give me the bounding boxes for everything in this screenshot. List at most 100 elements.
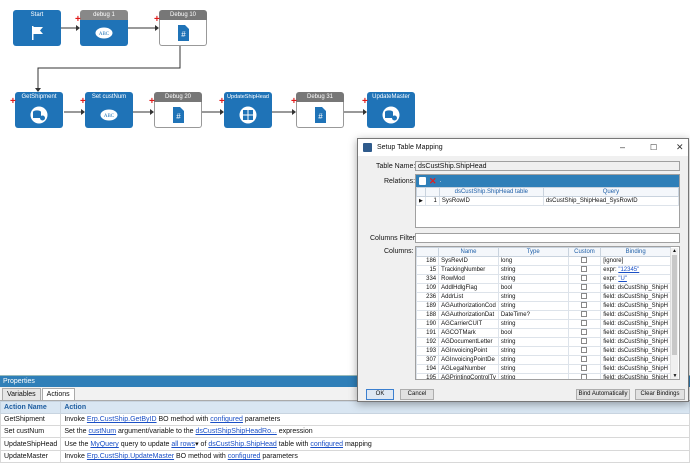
cancel-button[interactable]: Cancel bbox=[400, 389, 434, 400]
column-type-cell[interactable]: string bbox=[497, 274, 569, 284]
table-row[interactable]: ▶ 1 SysRowID dsCustShip_ShipHead_SysRowI… bbox=[416, 196, 679, 206]
column-name-cell[interactable]: AGPrintingControlTy bbox=[438, 373, 499, 379]
column-name-cell[interactable]: AddlHdlgFlag bbox=[438, 283, 499, 293]
column-name-cell[interactable]: AGLegalNumber bbox=[438, 364, 499, 374]
binding-cell[interactable]: field: dsCustShip_ShipH bbox=[600, 283, 671, 293]
custom-checkbox[interactable] bbox=[581, 311, 588, 317]
custom-checkbox[interactable] bbox=[581, 275, 588, 281]
custom-checkbox[interactable] bbox=[581, 347, 588, 353]
action-link[interactable]: dsCustShipShipHeadRo... bbox=[195, 428, 277, 435]
column-name-cell[interactable]: SysRevID bbox=[438, 256, 499, 266]
columns-header-custom[interactable]: Custom bbox=[567, 247, 602, 257]
column-type-cell[interactable]: string bbox=[497, 346, 569, 356]
binding-cell[interactable]: field: dsCustShip_ShipH bbox=[600, 364, 671, 374]
node-getshipment[interactable]: GetShipment + bbox=[10, 92, 63, 128]
maximize-icon[interactable]: ☐ bbox=[650, 143, 658, 152]
column-type-cell[interactable]: bool bbox=[497, 283, 569, 293]
columns-scrollbar[interactable]: ▲ ▼ bbox=[670, 248, 678, 379]
expr-value-link[interactable]: "12345" bbox=[618, 267, 640, 273]
column-type-cell[interactable]: bool bbox=[497, 328, 569, 338]
binding-cell[interactable]: expr: "12345" bbox=[600, 265, 671, 275]
relations-header-table[interactable]: dsCustShip.ShipHead table bbox=[438, 187, 544, 197]
node-debug-20[interactable]: Debug 20 # + bbox=[149, 92, 202, 128]
custom-checkbox[interactable] bbox=[581, 374, 588, 379]
binding-cell[interactable]: field: dsCustShip_ShipH bbox=[600, 337, 671, 347]
column-name-cell[interactable]: AGAuthorizationDat bbox=[438, 310, 499, 320]
add-branch-icon[interactable]: + bbox=[362, 96, 368, 107]
column-type-cell[interactable]: string bbox=[497, 364, 569, 374]
relations-header-query[interactable]: Query bbox=[542, 187, 679, 197]
columns-header-binding[interactable]: Binding bbox=[600, 247, 671, 257]
column-type-cell[interactable]: string bbox=[497, 355, 569, 365]
columns-filter-input[interactable] bbox=[415, 233, 680, 243]
more-icon[interactable]: . bbox=[439, 178, 442, 184]
add-branch-icon[interactable]: + bbox=[75, 14, 81, 25]
add-branch-icon[interactable]: + bbox=[291, 96, 297, 107]
node-updateshiphead[interactable]: UpdateShipHead + bbox=[219, 92, 272, 128]
custom-checkbox[interactable] bbox=[581, 293, 588, 299]
custom-checkbox[interactable] bbox=[581, 329, 588, 335]
column-type-cell[interactable]: string bbox=[497, 301, 569, 311]
scroll-down-icon[interactable]: ▼ bbox=[672, 373, 678, 379]
column-name-cell[interactable]: RowMod bbox=[438, 274, 499, 284]
add-branch-icon[interactable]: + bbox=[80, 96, 86, 107]
binding-cell[interactable]: field: dsCustShip_ShipH bbox=[600, 346, 671, 356]
column-type-cell[interactable]: long bbox=[497, 256, 569, 266]
column-header-action-name[interactable]: Action Name bbox=[0, 401, 62, 414]
binding-cell[interactable]: field: dsCustShip_ShipH bbox=[600, 301, 671, 311]
add-branch-icon[interactable]: + bbox=[154, 14, 160, 25]
add-row-icon[interactable] bbox=[419, 177, 426, 185]
action-link[interactable]: MyQuery bbox=[90, 441, 119, 448]
node-updatemaster[interactable]: UpdateMaster + bbox=[362, 92, 415, 128]
action-link[interactable]: all rows bbox=[171, 441, 196, 448]
action-link[interactable]: dsCustShip.ShipHead bbox=[208, 441, 277, 448]
binding-cell[interactable]: field: dsCustShip_ShipH bbox=[600, 373, 671, 379]
action-link[interactable]: Erp.CustShip.UpdateMaster bbox=[86, 453, 175, 460]
minimize-icon[interactable]: – bbox=[620, 142, 626, 152]
action-link[interactable]: configured bbox=[310, 441, 344, 448]
custom-checkbox[interactable] bbox=[581, 356, 588, 362]
add-branch-icon[interactable]: + bbox=[10, 96, 16, 107]
node-debug-1[interactable]: debug 1 ABC + bbox=[75, 10, 128, 46]
columns-header-name[interactable]: Name bbox=[438, 247, 499, 257]
binding-cell[interactable]: field: dsCustShip_ShipH bbox=[600, 292, 671, 302]
action-link[interactable]: configured bbox=[227, 453, 261, 460]
column-header-action[interactable]: Action bbox=[60, 401, 690, 414]
column-name-cell[interactable]: AGCOTMark bbox=[438, 328, 499, 338]
bind-automatically-button[interactable]: Bind Automatically bbox=[576, 389, 630, 400]
action-name-cell[interactable]: GetShipment bbox=[0, 413, 62, 426]
scroll-up-icon[interactable]: ▲ bbox=[672, 248, 677, 254]
column-name-cell[interactable]: AGAuthorizationCod bbox=[438, 301, 499, 311]
custom-checkbox[interactable] bbox=[581, 320, 588, 326]
delete-row-icon[interactable]: ✕ bbox=[429, 176, 437, 186]
custom-checkbox[interactable] bbox=[581, 266, 588, 272]
action-name-cell[interactable]: Set custNum bbox=[0, 425, 62, 438]
action-link[interactable]: Erp.CustShip.GetByID bbox=[86, 416, 157, 423]
column-name-cell[interactable]: AGInvoicingPointDe bbox=[438, 355, 499, 365]
close-icon[interactable]: ✕ bbox=[676, 142, 684, 152]
tab-actions[interactable]: Actions bbox=[41, 388, 75, 400]
dialog-titlebar[interactable]: Setup Table Mapping bbox=[358, 139, 688, 156]
action-link[interactable]: custNum bbox=[88, 428, 117, 435]
custom-checkbox[interactable] bbox=[581, 257, 588, 263]
column-name-cell[interactable]: AddrList bbox=[438, 292, 499, 302]
binding-cell[interactable]: [ignore] bbox=[600, 256, 671, 266]
action-name-cell[interactable]: UpdateShipHead bbox=[0, 437, 62, 451]
column-name-cell[interactable]: AGInvoicingPoint bbox=[438, 346, 499, 356]
action-name-cell[interactable]: UpdateMaster bbox=[0, 450, 62, 463]
add-branch-icon[interactable]: + bbox=[149, 96, 155, 107]
